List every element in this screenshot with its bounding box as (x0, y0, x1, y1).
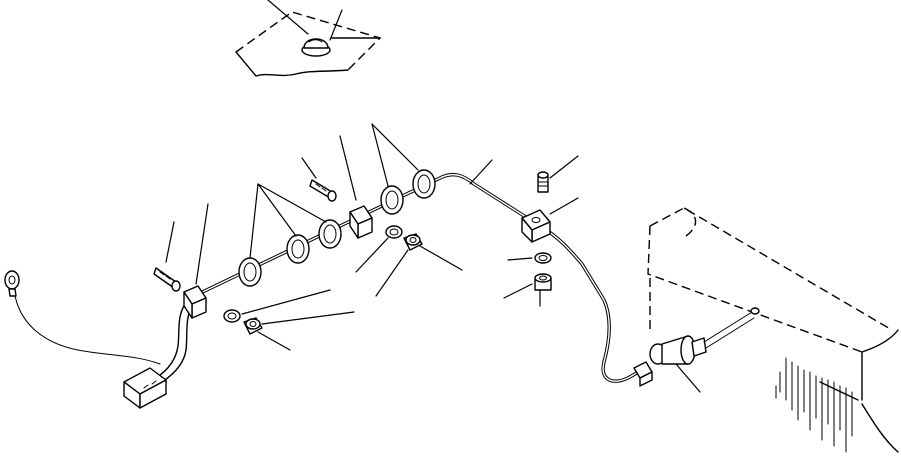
washer-left (223, 309, 241, 323)
branch-wires (13, 289, 195, 383)
leader-line (329, 9, 343, 41)
bolt-right (537, 171, 549, 193)
mounting-bracket-right (521, 209, 551, 243)
harness-clip (380, 185, 404, 215)
mounting-bracket-left (183, 285, 207, 319)
mounting-bracket-middle (349, 205, 373, 239)
sensor-switch (649, 307, 760, 365)
machine-housing (647, 207, 899, 453)
wire-end-connector (633, 361, 653, 387)
washer-right (534, 252, 552, 264)
ground-terminal (4, 270, 20, 297)
radiator-fins (775, 357, 853, 453)
leader-lines (165, 123, 701, 393)
harness-clip (286, 234, 310, 264)
nut-right (534, 273, 552, 291)
harness-wire (188, 172, 644, 383)
bolt-middle (309, 179, 337, 202)
leader-line (267, 0, 309, 35)
harness-clip (318, 219, 342, 249)
washer-middle (385, 225, 403, 239)
nut-middle (403, 233, 423, 251)
harness-clip (412, 169, 436, 199)
harness-clip (238, 257, 262, 287)
bolt-left (153, 267, 181, 292)
nut-left (243, 317, 263, 335)
dome-lamp (301, 38, 331, 57)
harness-connector (123, 367, 167, 409)
